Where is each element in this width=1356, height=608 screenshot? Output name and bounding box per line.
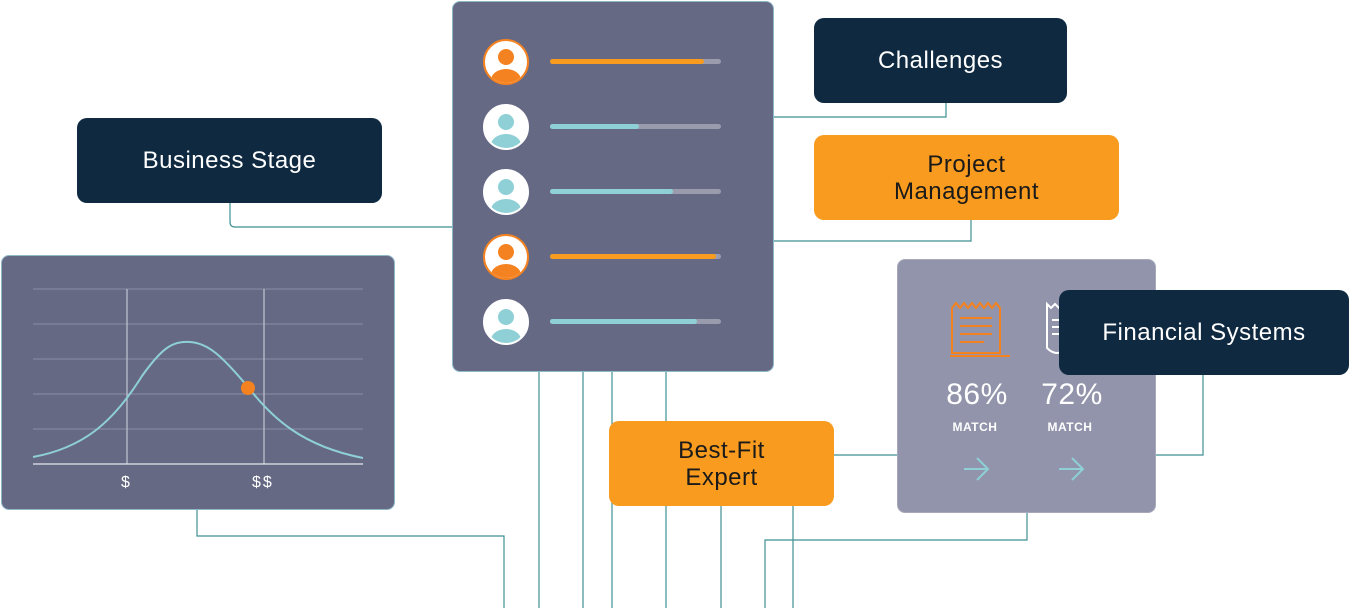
expert-row[interactable]	[453, 38, 773, 86]
match-bar-fill	[550, 254, 716, 259]
best-fit-expert-label: Best-Fit Expert	[609, 421, 834, 506]
bell-curve	[32, 340, 364, 459]
highlight-point	[241, 381, 255, 395]
arrow-right-icon[interactable]	[1057, 456, 1087, 482]
person-icon	[482, 298, 530, 346]
match-bar-fill	[550, 189, 674, 194]
financial-systems-label: Financial Systems	[1059, 290, 1349, 375]
project-management-label: Project Management	[814, 135, 1119, 220]
match-bar-track	[550, 189, 721, 194]
expert-row[interactable]	[453, 233, 773, 281]
match-bar-fill	[550, 59, 704, 64]
match-bar-track	[550, 124, 721, 129]
document-icon	[950, 301, 1010, 357]
arrow-right-icon[interactable]	[962, 456, 992, 482]
distribution-chart-panel: $ $$	[1, 255, 395, 510]
expert-row[interactable]	[453, 298, 773, 346]
expert-list-panel	[452, 1, 774, 372]
distribution-chart	[32, 288, 364, 465]
expert-row[interactable]	[453, 168, 773, 216]
match-bar-track	[550, 59, 721, 64]
person-icon	[482, 168, 530, 216]
person-icon	[482, 38, 530, 86]
expert-row[interactable]	[453, 103, 773, 151]
match-label-2: MATCH	[1047, 420, 1093, 434]
challenges-label: Challenges	[814, 18, 1067, 103]
match-percent-2: 72%	[1041, 378, 1103, 411]
match-bar-track	[550, 319, 721, 324]
match-bar-track	[550, 254, 721, 259]
person-icon	[482, 233, 530, 281]
match-percent-1: 86%	[946, 378, 1008, 411]
person-icon	[482, 103, 530, 151]
match-bar-fill	[550, 319, 698, 324]
match-label-1: MATCH	[952, 420, 998, 434]
x-tick-high: $$	[252, 474, 274, 491]
match-bar-fill	[550, 124, 639, 129]
business-stage-label: Business Stage	[77, 118, 382, 203]
x-tick-low: $	[121, 474, 132, 491]
